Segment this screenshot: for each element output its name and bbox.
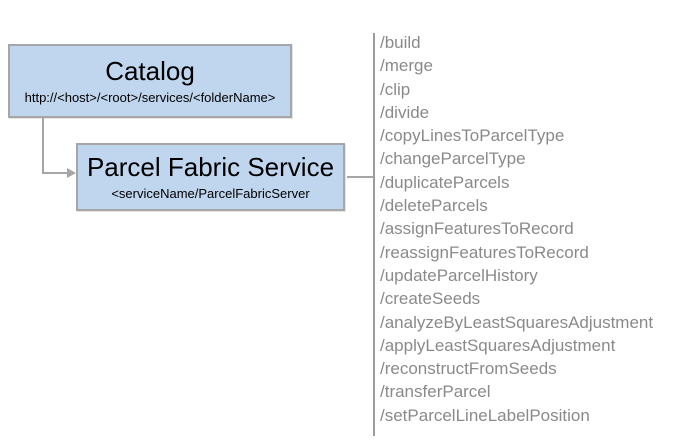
operation-endpoint: /clip bbox=[380, 79, 411, 99]
catalog-box-url: http://<host>/<root>/services/<folderNam… bbox=[24, 90, 276, 105]
operation-endpoint: /duplicateParcels bbox=[380, 172, 510, 192]
operation-endpoint: /applyLeastSquaresAdjustment bbox=[380, 335, 616, 355]
operations-list: /build/merge/clip/divide/copyLinesToParc… bbox=[380, 31, 653, 427]
operation-endpoint: /reassignFeaturesToRecord bbox=[380, 242, 589, 262]
parcel-fabric-service-box: Parcel Fabric Service <serviceName/Parce… bbox=[76, 143, 345, 211]
operation-endpoint: /transferParcel bbox=[380, 382, 491, 402]
operation-endpoint: /build bbox=[380, 33, 421, 52]
catalog-box: Catalog http://<host>/<root>/services/<f… bbox=[8, 44, 292, 118]
catalog-to-service-connector-vertical bbox=[42, 118, 44, 174]
parcel-fabric-service-box-title: Parcel Fabric Service bbox=[86, 152, 335, 182]
operation-endpoint: /assignFeaturesToRecord bbox=[380, 219, 574, 239]
service-to-operations-connector bbox=[347, 176, 374, 178]
operation-endpoint: /merge bbox=[380, 56, 433, 76]
operation-endpoint: /createSeeds bbox=[380, 289, 481, 309]
operation-endpoint: /changeParcelType bbox=[380, 149, 526, 169]
operation-endpoint: /copyLinesToParcelType bbox=[380, 126, 565, 146]
catalog-box-title: Catalog bbox=[105, 56, 195, 86]
operations-divider-line bbox=[373, 33, 375, 436]
operation-endpoint: /setParcelLineLabelPosition bbox=[380, 405, 590, 425]
arrowhead-right-icon bbox=[67, 168, 76, 178]
operation-endpoint: /analyzeByLeastSquaresAdjustment bbox=[380, 312, 654, 332]
parcel-fabric-service-box-path: <serviceName/ParcelFabricServer bbox=[111, 186, 310, 201]
operation-endpoint: /divide bbox=[380, 102, 430, 122]
operation-endpoint: /updateParcelHistory bbox=[380, 265, 538, 285]
operation-endpoint: /deleteParcels bbox=[380, 196, 488, 216]
operation-endpoint: /reconstructFromSeeds bbox=[380, 359, 557, 379]
catalog-to-service-connector-horizontal bbox=[42, 172, 68, 174]
